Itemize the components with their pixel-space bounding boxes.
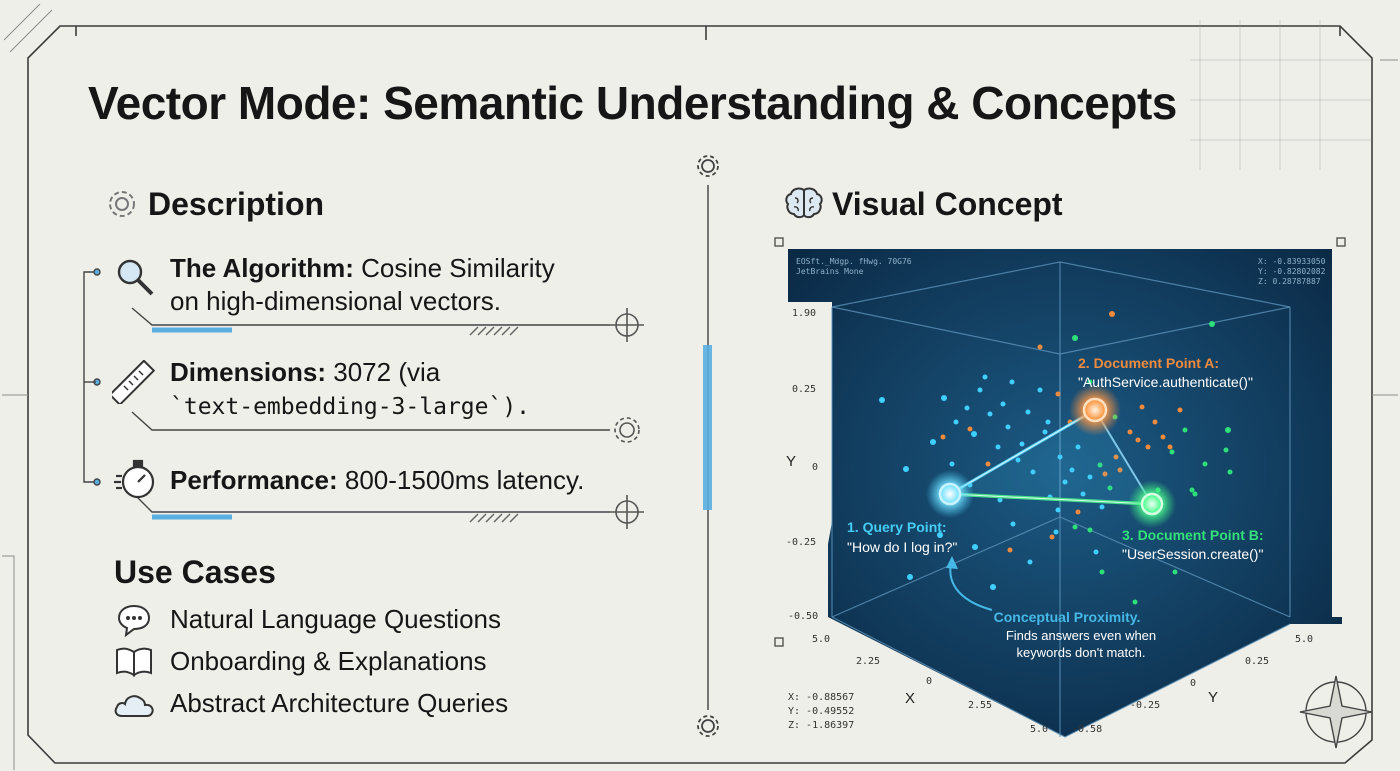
panel-header-line2: JetBrains Mone — [796, 267, 864, 276]
annotation-line2: keywords don't match. — [1017, 645, 1146, 660]
x-tick-3: 0 — [926, 676, 932, 687]
dimensions-item: Dimensions: 3072 (via `text-embedding-3-… — [170, 356, 530, 424]
top-coord-x: X: -0.83933050 — [1258, 257, 1326, 266]
proximity-arrowhead — [946, 556, 958, 569]
algorithm-text-line1: Cosine Similarity — [361, 253, 555, 283]
dimensions-label: Dimensions: — [170, 357, 327, 387]
annotation-line1: Finds answers even when — [1006, 628, 1156, 643]
right-tick-5: -0.58 — [1072, 724, 1102, 735]
document-a-title: 2. Document Point A: — [1078, 355, 1219, 371]
use-case-onboarding: Onboarding & Explanations — [170, 646, 487, 676]
x-tick-5: 5.0 — [1030, 724, 1048, 735]
y-tick-4: -0.25 — [786, 537, 816, 548]
stopwatch-icon — [114, 459, 155, 499]
y-tick-3: 0 — [812, 462, 818, 473]
algorithm-label: The Algorithm: — [170, 253, 354, 283]
query-point-marker — [926, 470, 974, 518]
query-point-text: "How do I log in?" — [847, 539, 957, 555]
dimensions-text-line1: 3072 (via — [333, 357, 441, 387]
open-book-icon — [116, 647, 152, 677]
x-axis-label: X — [905, 690, 915, 707]
dimensions-text-line2: `text-embedding-3-large`). — [170, 394, 531, 420]
y-tick-2: 0.25 — [792, 384, 816, 395]
use-case-architecture: Abstract Architecture Queries — [170, 688, 509, 718]
use-cases-heading: Use Cases — [114, 554, 276, 590]
document-b-title: 3. Document Point B: — [1122, 527, 1264, 543]
panel-header-line1: EOSft._Mdgp. fHwg. 70G76 — [796, 257, 912, 266]
right-tick-4: -0.25 — [1130, 700, 1160, 711]
cloud-icon — [114, 695, 154, 717]
document-a-text: "AuthService.authenticate()" — [1078, 374, 1253, 390]
ruler-icon — [112, 360, 156, 404]
panel-background — [788, 249, 1342, 737]
y-tick-5: -0.50 — [788, 611, 818, 622]
x-tick-1: 5.0 — [812, 634, 830, 645]
right-axis-label: Y — [1208, 689, 1218, 706]
gear-icon — [109, 191, 135, 217]
page-title: Vector Mode: Semantic Understanding & Co… — [88, 77, 1177, 129]
visual-concept-heading: Visual Concept — [832, 186, 1063, 222]
query-point-title: 1. Query Point: — [847, 519, 947, 535]
top-coord-z: Z: 0.28787887 — [1258, 277, 1321, 286]
performance-text: 800-1500ms latency. — [344, 465, 585, 495]
y-axis-label: Y — [786, 453, 796, 470]
brain-icon — [785, 187, 823, 219]
description-heading: Description — [148, 186, 325, 222]
document-b-text: "UserSession.create()" — [1122, 546, 1263, 562]
chat-bubble-icon — [117, 604, 151, 637]
document-a-marker — [1069, 384, 1121, 436]
annotation-title: Conceptual Proximity. — [994, 609, 1141, 625]
x-tick-2: 2.25 — [856, 656, 880, 667]
x-tick-4: 2.55 — [968, 700, 992, 711]
bottom-coord-y: Y: -0.49552 — [788, 706, 854, 717]
use-case-natural-language: Natural Language Questions — [170, 604, 502, 634]
document-b-marker — [1128, 480, 1176, 528]
bottom-coord-z: Z: -1.86397 — [788, 720, 854, 731]
top-coord-y: Y: -0.82802082 — [1258, 267, 1326, 276]
magnifier-icon — [117, 259, 154, 296]
right-tick-1: 5.0 — [1295, 634, 1313, 645]
right-tick-2: 0.25 — [1245, 656, 1269, 667]
algorithm-text-line2: on high-dimensional vectors. — [170, 286, 501, 316]
y-tick-1: 1.90 — [792, 308, 816, 319]
vector-space-panel: EOSft._Mdgp. fHwg. 70G76 JetBrains Mone … — [774, 237, 1346, 738]
algorithm-item: The Algorithm: Cosine Similarity on high… — [170, 252, 555, 318]
performance-item: Performance: 800-1500ms latency. — [170, 464, 584, 497]
right-tick-3: 0 — [1190, 678, 1196, 689]
performance-label: Performance: — [170, 465, 338, 495]
bottom-coord-x: X: -0.88567 — [788, 692, 854, 703]
